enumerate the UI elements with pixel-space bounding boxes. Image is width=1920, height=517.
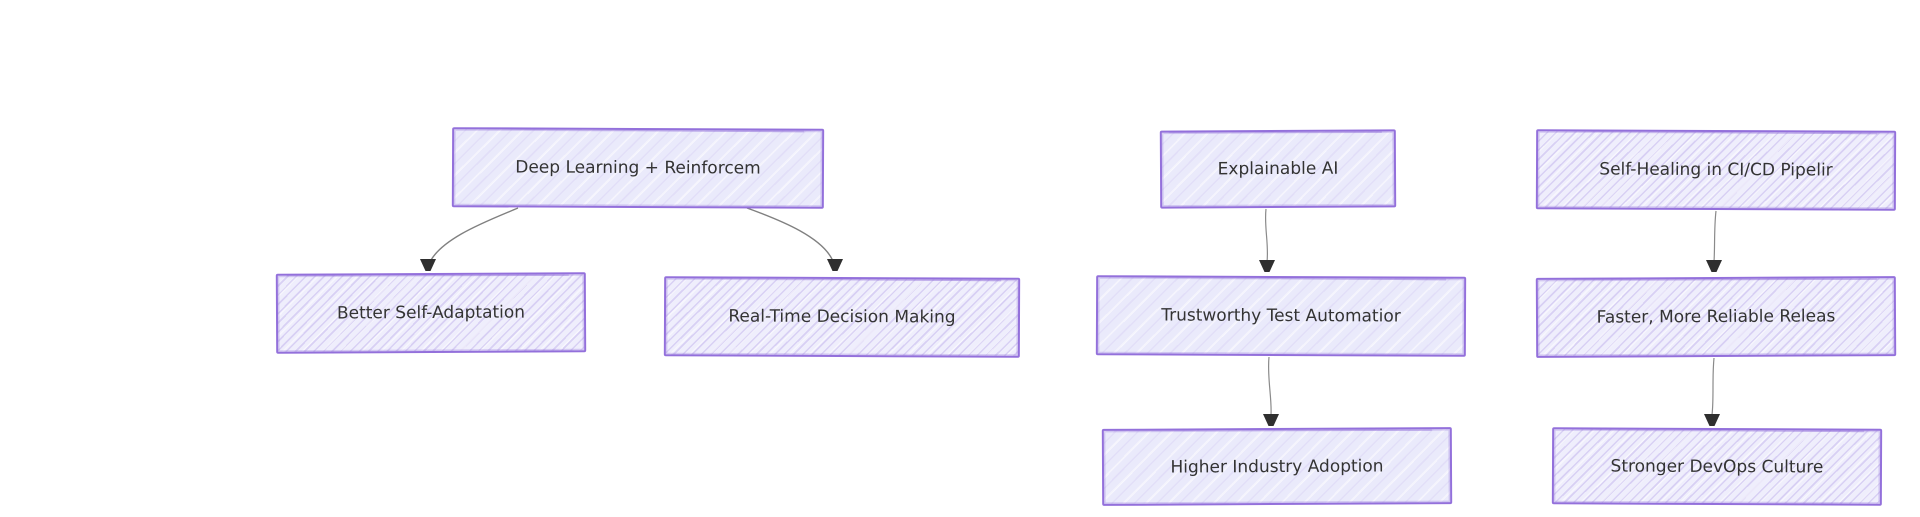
node-deep-learning: Deep Learning + Reinforcem xyxy=(451,127,825,209)
node-explainable-ai: Explainable AI xyxy=(1159,129,1397,209)
node-higher-industry-adoption: Higher Industry Adoption xyxy=(1101,427,1453,506)
node-self-healing-cicd: Self-Healing in CI/CD Pipelir xyxy=(1535,129,1897,211)
node-label: Self-Healing in CI/CD Pipelir xyxy=(1599,159,1833,181)
arrowhead-icon xyxy=(1706,260,1722,272)
node-trustworthy-test-automation: Trustworthy Test Automatior xyxy=(1095,275,1467,357)
arrowhead-icon xyxy=(1263,414,1279,426)
arrowhead-icon xyxy=(827,259,843,271)
node-label: Explainable AI xyxy=(1217,158,1339,180)
node-label: Higher Industry Adoption xyxy=(1170,455,1384,478)
edge-explainable-ai-to-trustworthy-test-automation xyxy=(1264,208,1269,263)
node-label: Better Self-Adaptation xyxy=(336,302,526,324)
node-label: Stronger DevOps Culture xyxy=(1610,456,1824,477)
node-label: Real-Time Decision Making xyxy=(728,306,956,328)
edge-deep-learning-to-better-self-adaptation xyxy=(428,207,519,265)
node-better-self-adaptation: Better Self-Adaptation xyxy=(275,272,587,354)
node-real-time-decision-making: Real-Time Decision Making xyxy=(663,276,1021,358)
edge-self-healing-to-faster-releases xyxy=(1713,210,1717,263)
arrowhead-icon xyxy=(1259,260,1275,272)
arrowhead-icon xyxy=(1704,414,1720,426)
node-label: Trustworthy Test Automatior xyxy=(1161,305,1401,327)
node-label: Deep Learning + Reinforcem xyxy=(515,157,761,179)
edge-trustworthy-to-higher-industry-adoption xyxy=(1267,356,1272,416)
node-faster-reliable-releases: Faster, More Reliable Releas xyxy=(1535,276,1897,358)
node-label: Faster, More Reliable Releas xyxy=(1596,306,1836,328)
node-stronger-devops-culture: Stronger DevOps Culture xyxy=(1551,427,1883,506)
arrowhead-icon xyxy=(420,259,436,271)
edge-deep-learning-to-real-time-decision-making xyxy=(746,207,835,265)
edge-faster-releases-to-stronger-devops xyxy=(1711,357,1715,416)
